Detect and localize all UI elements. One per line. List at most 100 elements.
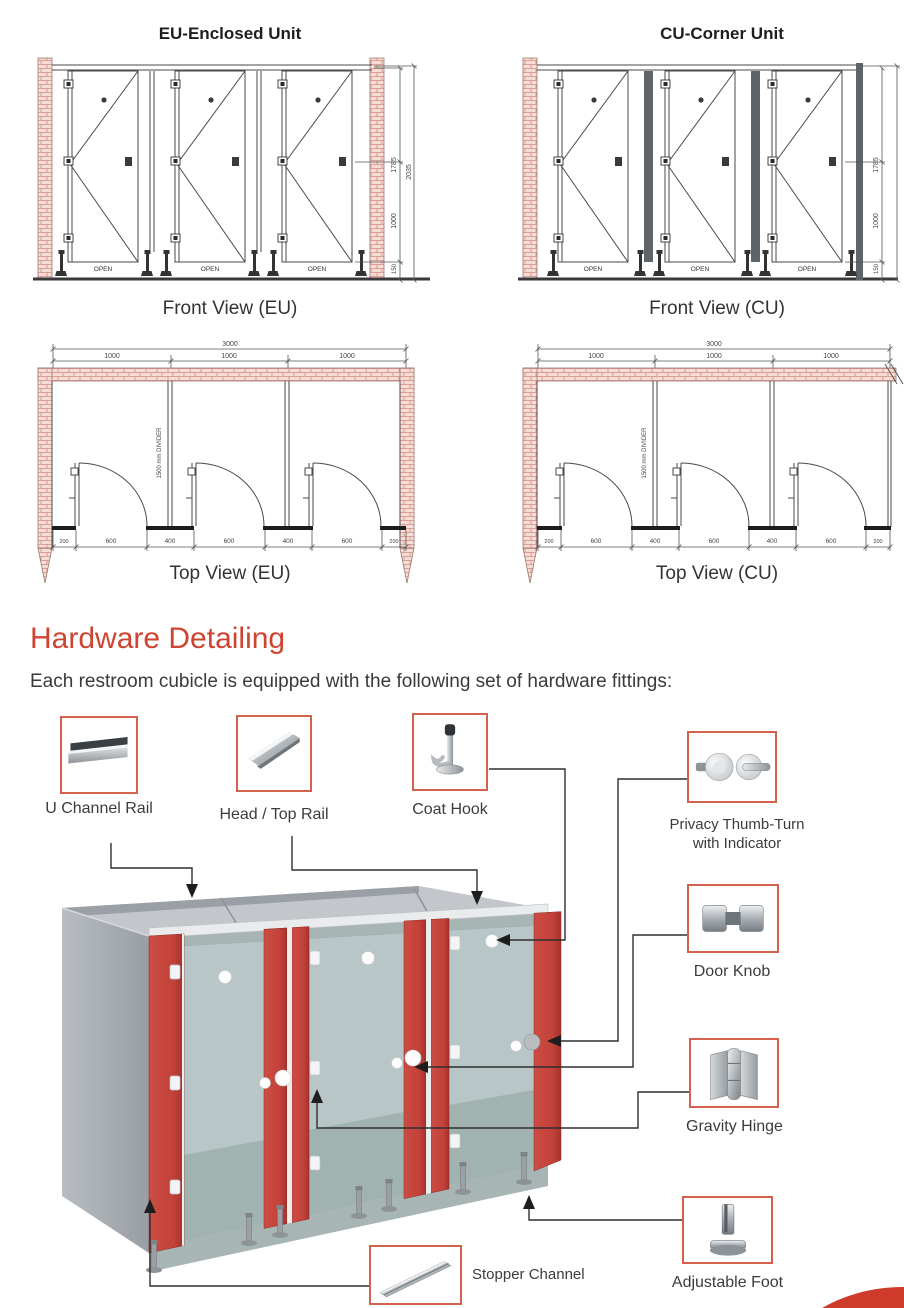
- arrow-door-knob: [414, 1061, 428, 1073]
- cu-top-view-drawing: 3000 1000 1000 1000: [522, 341, 904, 584]
- eu-front-caption: Front View (EU): [162, 298, 298, 319]
- eu-top-dim-1000a: 1000: [104, 353, 120, 360]
- eu-top-dim-600a: 600: [106, 538, 117, 545]
- eu-top-caption: Top View (EU): [169, 563, 291, 584]
- adjustable-foot-icon: [709, 1204, 747, 1256]
- arrow-gravity-hinge: [311, 1089, 323, 1103]
- coat-hook-icon: [430, 724, 464, 775]
- cu-open-label-2: OPEN: [691, 266, 710, 273]
- eu-dim-2035: 2035: [406, 164, 413, 180]
- cu-open-label-1: OPEN: [584, 266, 603, 273]
- cu-top-dim-1000b: 1000: [706, 353, 722, 360]
- arrow-coat-hook: [496, 934, 510, 946]
- arrow-u-channel: [186, 884, 198, 898]
- cu-top-caption: Top View (CU): [655, 563, 779, 584]
- adjustable-foot-box: [682, 1196, 773, 1264]
- eu-dim-1000: 1000: [391, 213, 398, 229]
- eu-divider-label: 1500 mm DIVIDER: [157, 427, 163, 479]
- cu-top-dim-200a: 200: [544, 539, 553, 545]
- eu-open-label-1: OPEN: [94, 266, 113, 273]
- eu-top-dim-200b: 200: [389, 539, 398, 545]
- cu-top-dim-1000c: 1000: [823, 353, 839, 360]
- cu-dim-150: 150: [874, 263, 880, 274]
- eu-top-view-drawing: 3000 1000 1000 1000: [37, 341, 415, 584]
- cu-open-label-3: OPEN: [798, 266, 817, 273]
- arrow-privacy: [547, 1035, 561, 1047]
- cu-top-dim-600b: 600: [709, 538, 720, 545]
- eu-open-label-3: OPEN: [308, 266, 327, 273]
- eu-dim-150: 150: [392, 263, 398, 274]
- eu-top-dim-1000c: 1000: [339, 353, 355, 360]
- coat-hooks-3d: [218, 934, 499, 984]
- eu-dim-1785: 1785: [391, 157, 398, 173]
- privacy-thumb-turn-label: Privacy Thumb-Turn with Indicator: [669, 816, 805, 852]
- u-channel-callout-line: [110, 843, 193, 886]
- eu-top-dim-200a: 200: [59, 539, 68, 545]
- cu-top-dim-600a: 600: [591, 538, 602, 545]
- privacy-callout-line: [559, 778, 687, 1042]
- hardware-heading: Hardware Detailing: [30, 622, 286, 655]
- arrow-adjustable-foot: [523, 1195, 535, 1209]
- cu-front-feet: [547, 250, 857, 276]
- head-top-rail-icon: [248, 731, 300, 769]
- door-knob-box: [687, 884, 779, 953]
- technical-drawings: OPEN OPEN OPEN 1785 2035 1000 150: [33, 57, 904, 584]
- head-rail-callout-line: [291, 836, 478, 893]
- glass-doors: [183, 925, 535, 1240]
- gravity-hinge-icon: [710, 1048, 758, 1101]
- cu-front-caption: Front View (CU): [649, 298, 785, 319]
- eu-top-dim-400a: 400: [165, 538, 176, 545]
- hardware-illustration: [61, 768, 904, 1308]
- eu-front-view-drawing: OPEN OPEN OPEN 1785 2035 1000 150: [33, 57, 430, 283]
- gravity-hinge-box: [689, 1038, 779, 1108]
- door-knob-callout-line: [426, 934, 687, 1068]
- cu-dim-1000: 1000: [873, 213, 880, 229]
- callout-lines: [110, 768, 689, 1287]
- cu-dim-1785: 1785: [873, 157, 880, 173]
- coat-hook-box: [412, 713, 488, 791]
- eu-top-dim-1000b: 1000: [221, 353, 237, 360]
- u-channel-rail-label: U Channel Rail: [45, 800, 153, 817]
- hardware-intro: Each restroom cubicle is equipped with t…: [30, 671, 673, 692]
- cu-top-dim-3000: 3000: [706, 341, 722, 348]
- u-channel-rail-box: [60, 716, 138, 794]
- eu-top-dim-400b: 400: [283, 538, 294, 545]
- head-top-rail-label: Head / Top Rail: [219, 806, 329, 823]
- stopper-channel-box: [369, 1245, 462, 1305]
- door-knob-icon: [702, 905, 764, 932]
- gravity-hinge-label: Gravity Hinge: [686, 1118, 783, 1135]
- arrow-head-rail: [471, 891, 483, 905]
- eu-unit-title: EU-Enclosed Unit: [158, 24, 302, 43]
- eu-top-dim-600b: 600: [224, 538, 235, 545]
- door-knob-label: Door Knob: [693, 963, 771, 980]
- adjustable-foot-label: Adjustable Foot: [671, 1274, 784, 1291]
- stopper-channel-icon: [379, 1261, 452, 1298]
- privacy-thumb-turn-icon: [695, 752, 771, 782]
- cu-top-dim-1000a: 1000: [588, 353, 604, 360]
- eu-open-label-2: OPEN: [201, 266, 220, 273]
- head-top-rail-box: [236, 715, 312, 792]
- adjustable-foot-callout-line: [528, 1207, 682, 1221]
- cubicle-3d-render: [61, 886, 562, 1273]
- stopper-channel-callout-line: [149, 1211, 369, 1287]
- cu-divider-label: 1500 mm DIVIDER: [642, 427, 648, 479]
- cu-top-dim-200b: 200: [873, 539, 882, 545]
- arrow-stopper-channel: [144, 1199, 156, 1213]
- corner-swoosh-decoration: [822, 1287, 904, 1308]
- cu-top-dim-400a: 400: [650, 538, 661, 545]
- door-hinges-3d: [169, 935, 461, 1195]
- cu-unit-title: CU-Corner Unit: [660, 24, 784, 43]
- gravity-hinge-callout-line: [316, 1091, 689, 1129]
- stopper-channel-label: Stopper Channel: [472, 1266, 585, 1283]
- eu-top-dim-3000: 3000: [222, 341, 238, 348]
- eu-top-dim-600c: 600: [342, 538, 353, 545]
- privacy-thumb-turn-box: [687, 731, 777, 803]
- cu-top-dim-600c: 600: [826, 538, 837, 545]
- cu-top-dim-400b: 400: [767, 538, 778, 545]
- door-knobs-3d: [259, 1033, 541, 1089]
- cu-front-view-drawing: OPEN OPEN OPEN 1785 1000 150: [518, 57, 900, 283]
- eu-front-feet: [55, 250, 367, 276]
- coat-hook-label: Coat Hook: [412, 801, 488, 818]
- u-channel-rail-icon: [68, 737, 128, 764]
